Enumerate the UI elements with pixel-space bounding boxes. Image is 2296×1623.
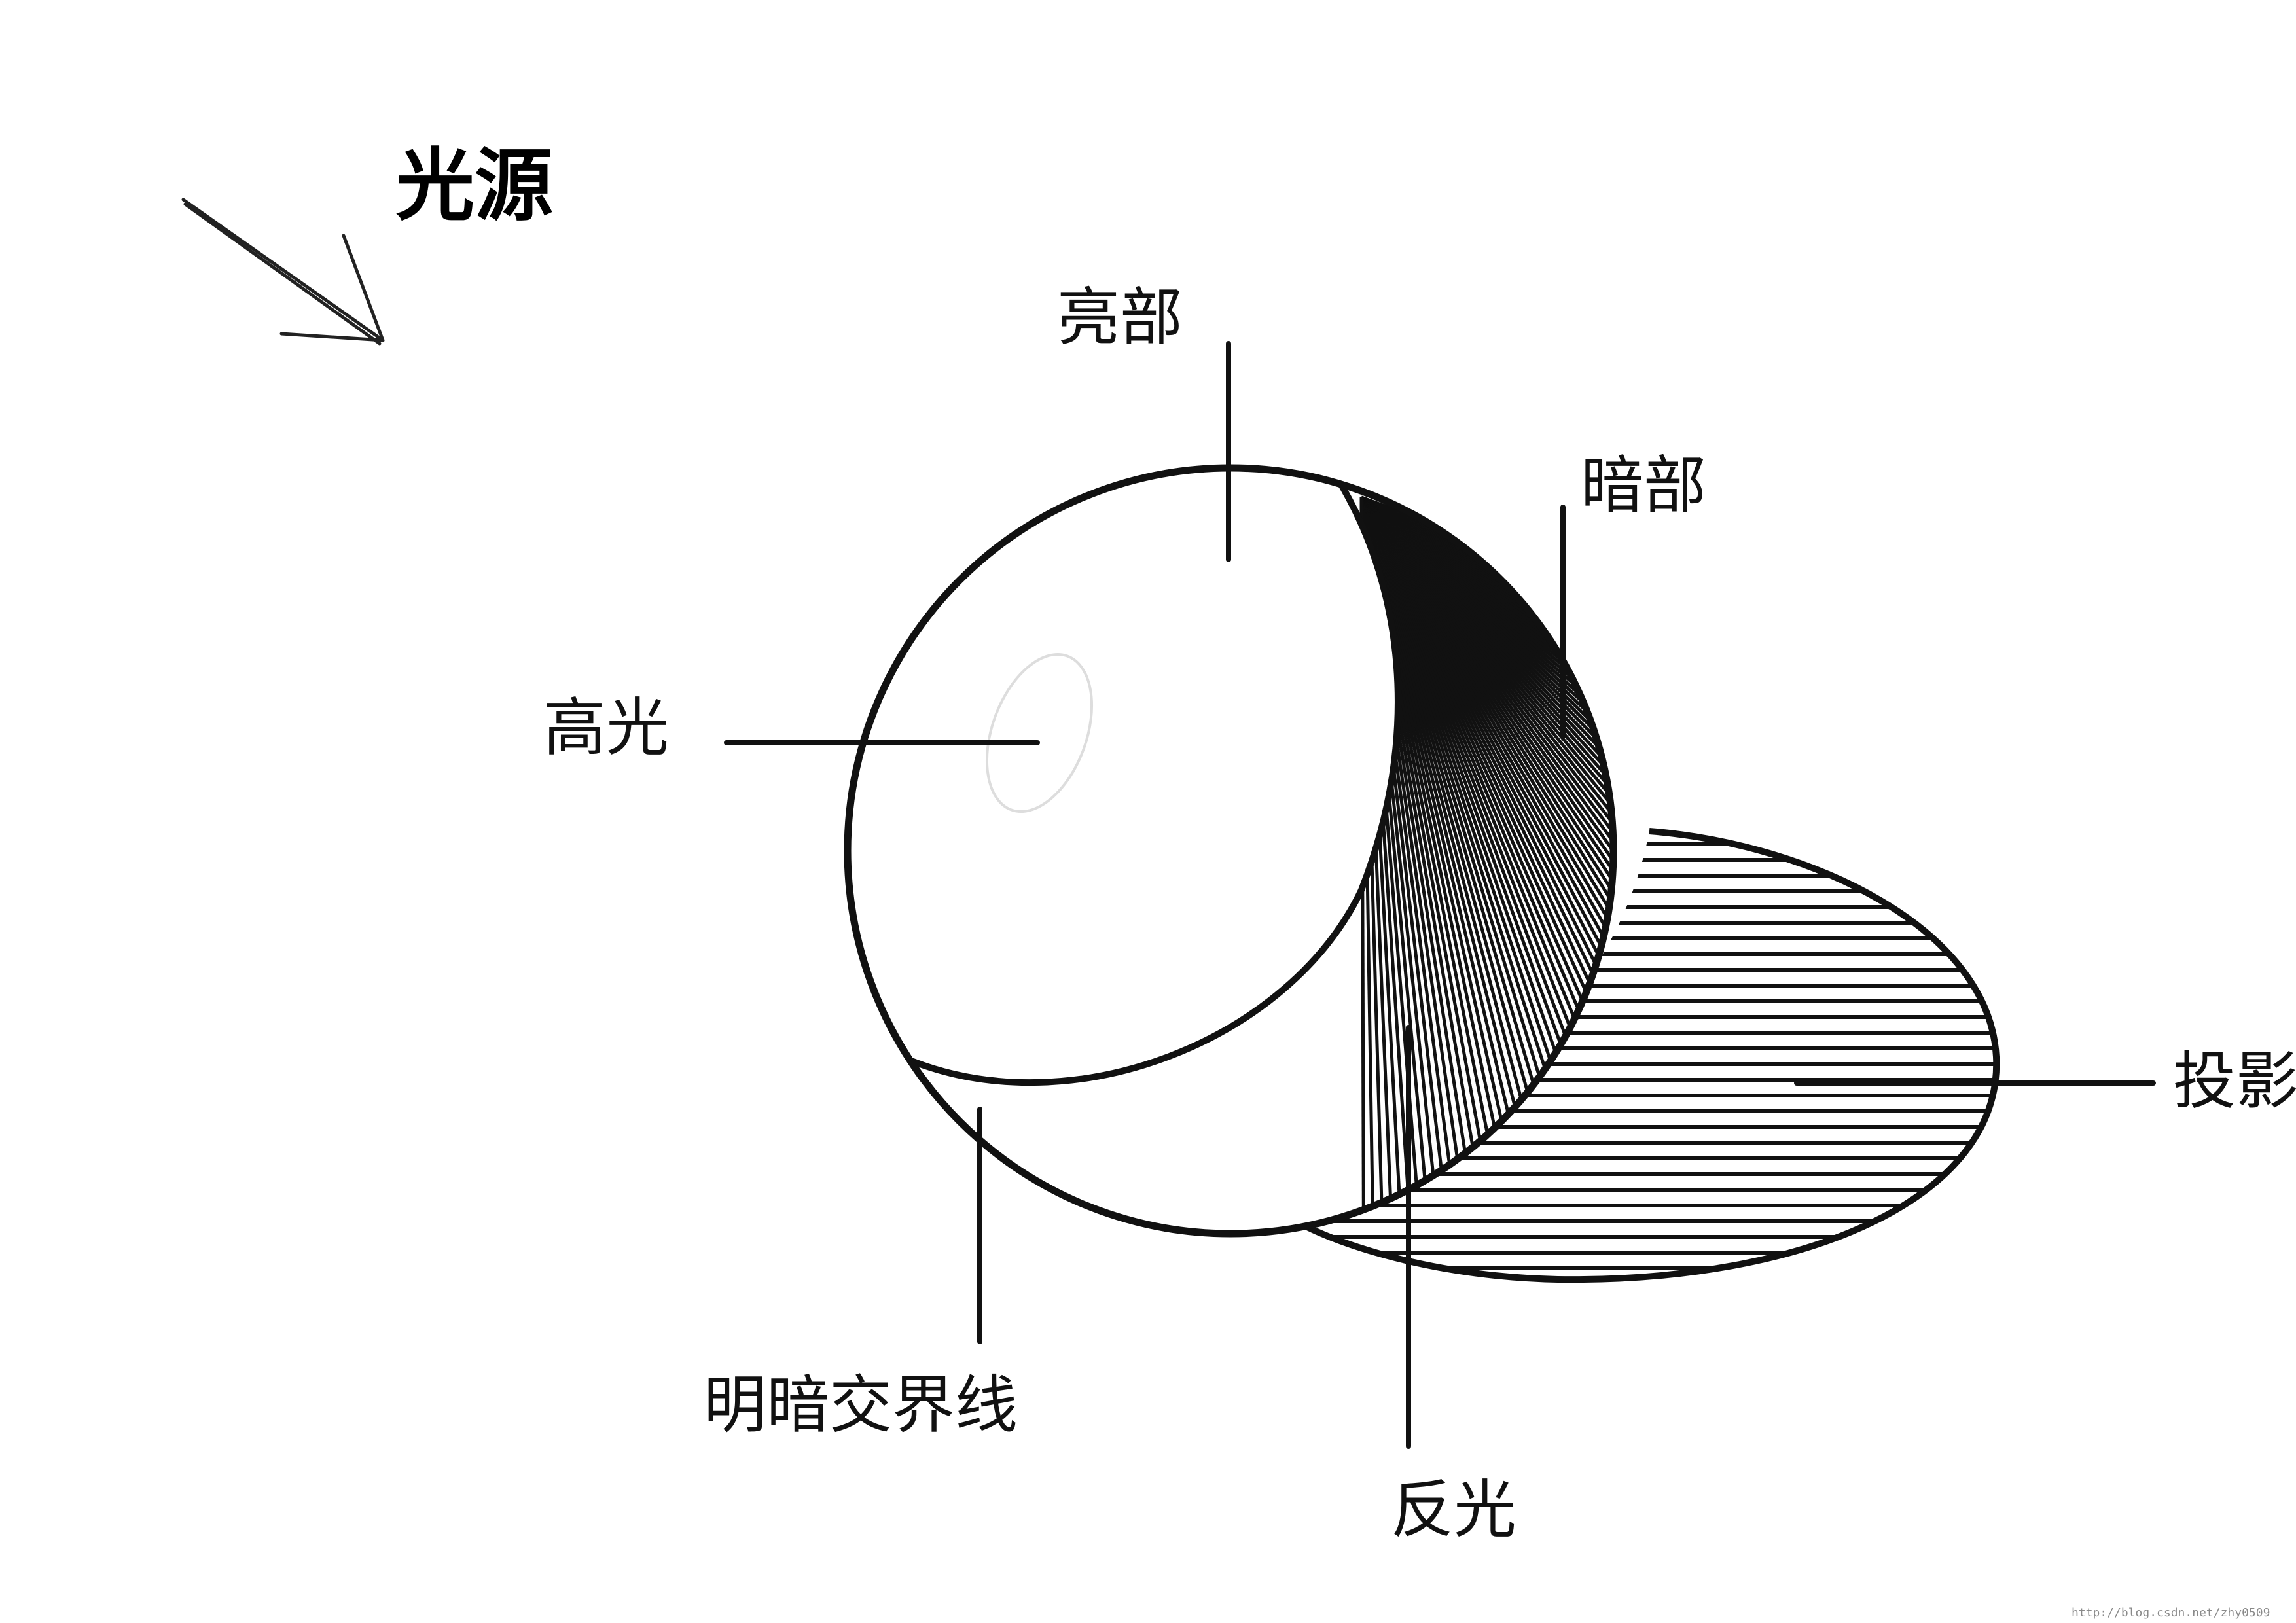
light-source-title: 光源 <box>396 141 553 232</box>
terminator-curve <box>908 468 1401 1086</box>
hatch-line <box>1360 496 1613 1049</box>
hatch-line <box>1360 496 1613 1130</box>
hatch-line <box>1360 496 1613 1086</box>
hatch-line <box>1359 497 1613 1217</box>
hatch-line <box>1359 496 1613 1217</box>
hatch-line <box>1359 497 1613 1217</box>
hatch-line <box>1360 496 1613 1163</box>
hatch-line <box>1360 496 1613 1217</box>
hatch-line <box>1359 496 1613 1217</box>
hatch-line <box>1359 496 1613 1217</box>
hatch-line <box>1360 495 1613 982</box>
hatch-line <box>1360 496 1613 1171</box>
hatch-line <box>1359 496 1613 1217</box>
hatch-line <box>1359 497 1587 1217</box>
hatch-line <box>1360 496 1613 1179</box>
hatch-line <box>1360 496 1613 1217</box>
hatch-line <box>1359 496 1613 1217</box>
hatch-line <box>1359 496 1613 1217</box>
hatch-line <box>1359 496 1613 1217</box>
hatch-line <box>1359 496 1613 1217</box>
label-highlight: 高光 <box>543 691 669 764</box>
hatch-line <box>1359 496 1613 1217</box>
hatch-line <box>1360 496 1613 1217</box>
hatch-line <box>1360 496 1613 1095</box>
hatch-line <box>1360 496 1613 1068</box>
hatch-line <box>1360 496 1613 1147</box>
hatch-line <box>1360 496 1613 1186</box>
hatch-line <box>1359 497 1613 1217</box>
label-terminator: 明暗交界线 <box>704 1368 1018 1442</box>
hatch-line <box>1360 495 1613 1021</box>
hatch-line <box>1359 496 1613 1217</box>
hatch-line <box>1359 497 1613 1217</box>
hatch-line <box>1360 496 1613 1155</box>
hatch-line <box>1360 495 1613 1011</box>
hatch-line <box>1360 496 1613 1194</box>
hatch-line <box>1360 495 1613 1001</box>
label-reflected: 反光 <box>1391 1473 1516 1546</box>
hatch-line <box>1360 496 1613 1113</box>
hatch-line <box>1359 497 1613 1217</box>
hatch-line <box>1360 495 1613 991</box>
label-dark: 暗部 <box>1581 449 1706 522</box>
hatch-line <box>1359 497 1613 1217</box>
hatch-line <box>1359 497 1613 1217</box>
hatch-line <box>1359 496 1613 1217</box>
hatch-line <box>1360 496 1613 1202</box>
label-bright: 亮部 <box>1057 281 1183 354</box>
light-direction-arrow-icon <box>181 198 385 346</box>
hatch-line <box>1360 496 1613 1104</box>
hatch-line <box>1359 497 1610 1217</box>
hatch-line <box>1360 496 1613 1077</box>
hatch-line <box>1359 496 1613 1217</box>
hatch-line <box>1360 496 1613 1138</box>
hatch-line <box>1359 496 1613 1217</box>
hatch-line <box>1359 496 1613 1217</box>
hatch-line <box>1359 496 1613 1217</box>
hatch-line <box>1360 495 1613 1030</box>
highlight-spot <box>985 652 1094 813</box>
hatch-line <box>1360 496 1613 1058</box>
hatch-line <box>1359 497 1598 1217</box>
hatch-line <box>1360 495 1613 1040</box>
hatch-line <box>1359 496 1613 1217</box>
hatch-line <box>1359 496 1613 1217</box>
label-cast-shadow: 投影 <box>2173 1044 2296 1118</box>
hatch-line <box>1359 497 1613 1217</box>
hatch-line <box>1360 496 1613 1209</box>
sphere <box>844 464 1617 1238</box>
hatch-line <box>1360 496 1613 1121</box>
hatch-line <box>1359 497 1613 1217</box>
hatch-line <box>1359 497 1613 1217</box>
watermark: http://blog.csdn.net/zhy0509 <box>2072 1606 2270 1620</box>
